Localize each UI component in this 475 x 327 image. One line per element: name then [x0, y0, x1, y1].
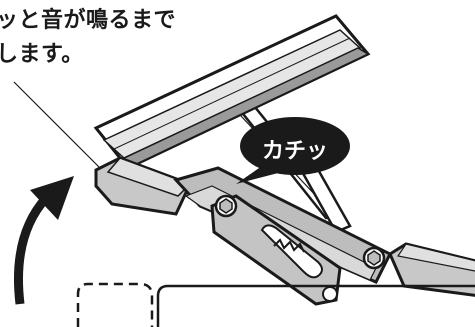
base-tray [156, 284, 475, 327]
sound-bubble [236, 117, 350, 184]
tilted-top-board [93, 14, 371, 170]
leader-line [13, 81, 101, 169]
sound-bubble-text: カチッ [261, 139, 328, 164]
handle-block [94, 156, 193, 216]
right-foot [388, 242, 475, 297]
base-tray-dashed-outline [76, 282, 154, 327]
hinge-arm [173, 166, 393, 306]
instruction-line-1: ッと音が鳴るまで [0, 8, 177, 33]
instruction-line-2: します。 [0, 42, 84, 67]
curved-up-arrow-icon [13, 176, 74, 305]
